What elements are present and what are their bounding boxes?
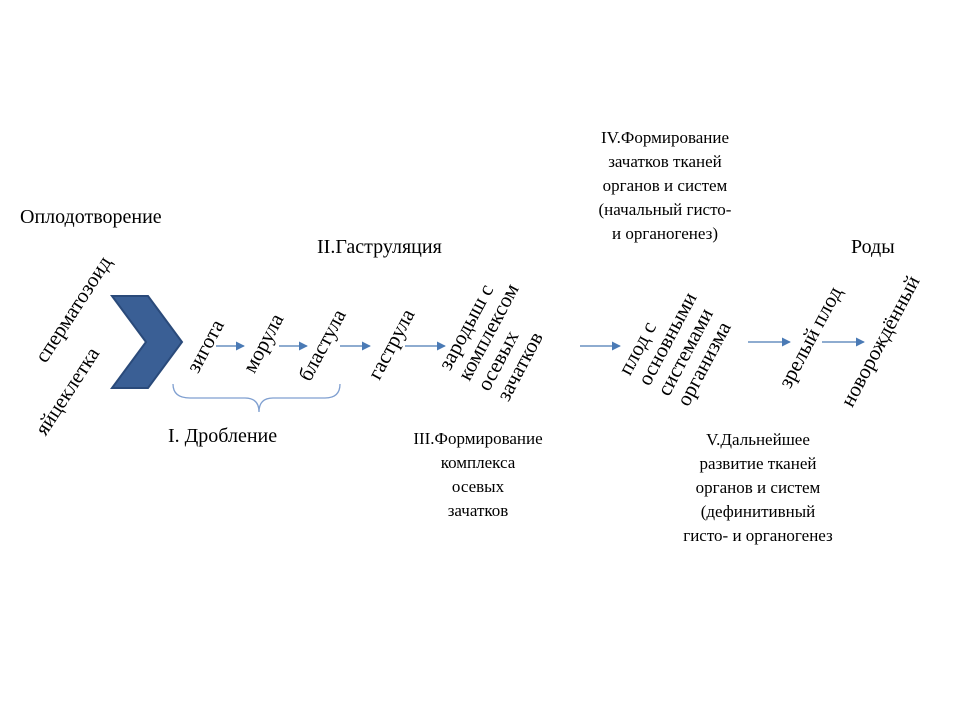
stage-iii-description: III.Формирование комплекса осевых зачатк… [413,429,543,520]
cleavage-heading: I. Дробление [168,425,278,447]
fertilization-chevron [110,295,184,389]
stage-iv-description: IV.Формирование зачатков тканей органов … [598,128,732,243]
fertilization-heading: Оплодотворение [20,206,162,228]
birth-heading: Роды [851,236,895,258]
gastrulation-heading: II.Гаструляция [317,236,442,258]
cleavage-brace [172,383,341,413]
stage-v-description: V.Дальнейшее развитие тканей органов и с… [683,430,833,545]
